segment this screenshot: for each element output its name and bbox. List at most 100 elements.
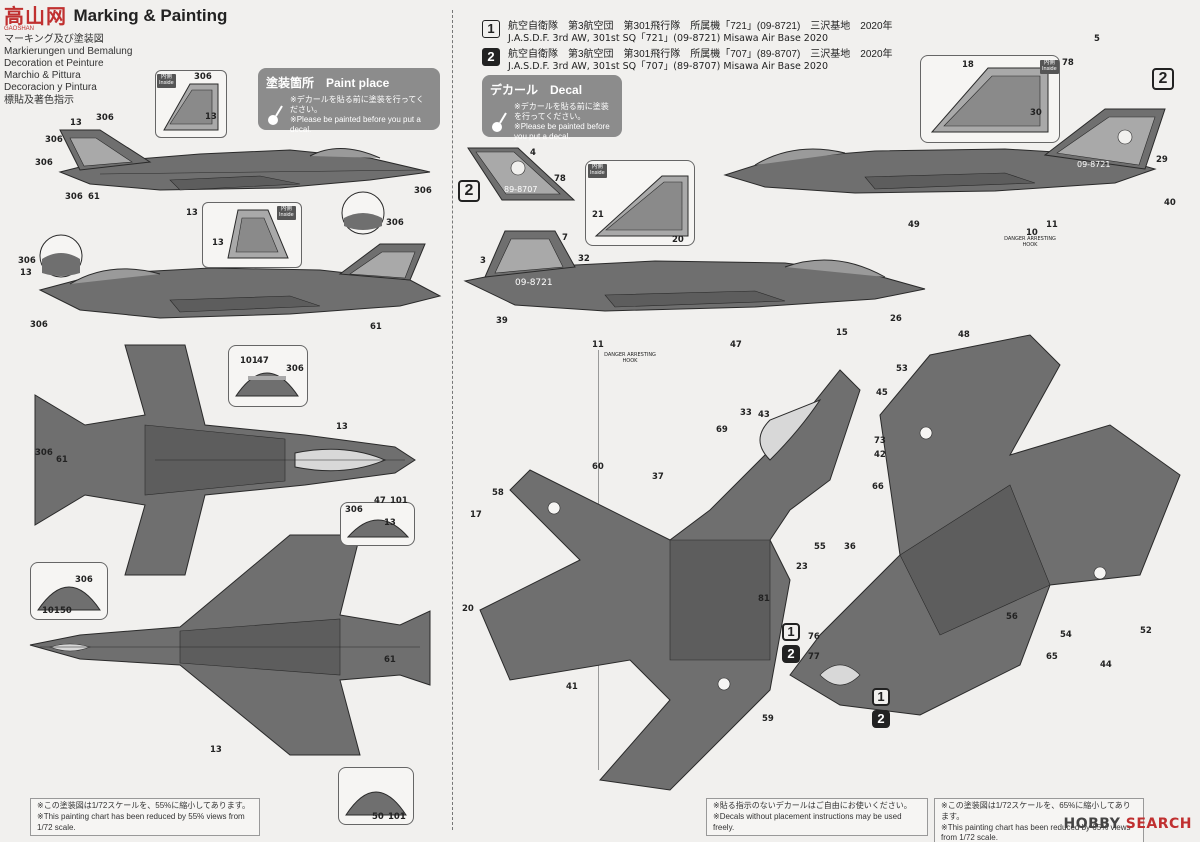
callout-26: 26 bbox=[890, 314, 902, 324]
marker-2a: 2 bbox=[782, 645, 800, 663]
callout-306: 306 bbox=[45, 135, 63, 145]
title-line-it: Marchio & Pittura bbox=[4, 70, 81, 82]
callout-306: 306 bbox=[18, 256, 36, 266]
callout-41: 41 bbox=[566, 682, 578, 692]
version-1-jp: 航空自衛隊 第3航空団 第301飛行隊 所属機「721」(09-8721) 三沢… bbox=[508, 21, 893, 32]
callout-13: 13 bbox=[210, 745, 222, 755]
callout-56: 56 bbox=[1006, 612, 1018, 622]
callout-13: 13 bbox=[186, 208, 198, 218]
paint-place-desc-en: ※Please be painted before you put a deca… bbox=[290, 115, 421, 134]
callout-7: 7 bbox=[562, 233, 568, 243]
callout-40: 40 bbox=[1164, 198, 1176, 208]
callout-81: 81 bbox=[758, 594, 770, 604]
callout-11: 11 bbox=[592, 340, 604, 350]
site-logo: 高山网 bbox=[4, 4, 67, 28]
callout-23: 23 bbox=[796, 562, 808, 572]
detail-inset-topview-art bbox=[235, 372, 299, 397]
decal-note-en: ※Decals without placement instructions m… bbox=[713, 811, 902, 832]
version-2-marker: 2 bbox=[458, 180, 480, 202]
title-line-fr: Decoration et Peinture bbox=[4, 58, 104, 70]
callout-101: 101 bbox=[390, 496, 408, 506]
callout-69: 69 bbox=[716, 425, 728, 435]
title-line-de: Markierungen und Bemalung bbox=[4, 45, 133, 57]
callout-306: 306 bbox=[35, 448, 53, 458]
scale-note-left-en: ※This painting chart has been reduced by… bbox=[37, 811, 245, 832]
marker-2b: 2 bbox=[872, 710, 890, 728]
title-line-zh: 標貼及著色指示 bbox=[4, 94, 74, 106]
callout-42: 42 bbox=[874, 450, 886, 460]
callout-49: 49 bbox=[908, 220, 920, 230]
version-2-badge: 2 bbox=[482, 48, 500, 67]
callout-32: 32 bbox=[578, 254, 590, 264]
scale-note-left-jp: ※この塗装図は1/72スケールを、55%に縮小してあります。 bbox=[37, 801, 251, 810]
callout-61: 61 bbox=[88, 192, 100, 202]
callout-13: 13 bbox=[384, 518, 396, 528]
page-title: Marking & Painting bbox=[73, 5, 228, 25]
callout-13: 13 bbox=[336, 422, 348, 432]
callout-20: 20 bbox=[672, 235, 684, 245]
callout-306: 306 bbox=[194, 72, 212, 82]
version-1-en: J.A.S.D.F. 3rd AW, 301st SQ「721」(09-8721… bbox=[508, 33, 828, 44]
decal-box: デカール Decal ※デカールを貼る前に塗装を行ってください。 ※Please… bbox=[482, 75, 622, 141]
callout-77: 77 bbox=[808, 652, 820, 662]
callout-55: 55 bbox=[814, 542, 826, 552]
detail-inset-bottom-1-art bbox=[346, 519, 410, 538]
title-line-es: Decoracion y Pintura bbox=[4, 82, 97, 94]
callout-47: 47 bbox=[257, 356, 269, 366]
scale-note-right-jp: ※この塗装図は1/72スケールを、65%に縮小してあります。 bbox=[941, 801, 1131, 821]
callout-58: 58 bbox=[492, 488, 504, 498]
brand-part-a: HOBBY bbox=[1063, 816, 1121, 832]
tail-inset-v2-art bbox=[930, 67, 1049, 133]
version-list: 1 航空自衛隊 第3航空団 第301飛行隊 所属機「721」(09-8721) … bbox=[482, 20, 893, 77]
callout-306: 306 bbox=[414, 186, 432, 196]
top-view-left bbox=[34, 344, 416, 576]
callout-73: 73 bbox=[874, 436, 886, 446]
callout-20: 20 bbox=[462, 604, 474, 614]
left-side-view-upper bbox=[58, 129, 431, 191]
callout-306: 306 bbox=[345, 505, 363, 515]
callout-78: 78 bbox=[1062, 58, 1074, 68]
callout-4: 4 bbox=[530, 148, 536, 158]
tail-inset-middle-art bbox=[227, 209, 289, 259]
callout-52: 52 bbox=[1140, 626, 1152, 636]
callout-306: 306 bbox=[65, 192, 83, 202]
callout-21: 21 bbox=[592, 210, 604, 220]
callout-60: 60 bbox=[592, 462, 604, 472]
brush-icon bbox=[268, 105, 283, 125]
version-1: 1 航空自衛隊 第3航空団 第301飛行隊 所属機「721」(09-8721) … bbox=[482, 20, 893, 45]
brand-part-b: SEARCH bbox=[1125, 816, 1192, 832]
callout-65: 65 bbox=[1046, 652, 1058, 662]
tail-code-v1-a: 09-8721 bbox=[515, 278, 553, 288]
callout-13: 13 bbox=[70, 118, 82, 128]
version-2-marker-right: 2 bbox=[1152, 68, 1174, 90]
version-1-badge: 1 bbox=[482, 20, 500, 38]
paint-place-box: 塗装箇所 Paint place ※デカールを貼る前に塗装を行ってください。 ※… bbox=[258, 68, 440, 134]
callout-48: 48 bbox=[958, 330, 970, 340]
arresting-hook-label-1: DANGER ARRESTING HOOK bbox=[604, 352, 656, 364]
callout-39: 39 bbox=[496, 316, 508, 326]
callout-5: 5 bbox=[1094, 34, 1100, 44]
marker-1b: 1 bbox=[872, 688, 890, 706]
tail-inset-upper-art bbox=[163, 83, 219, 131]
version-2: 2 航空自衛隊 第3航空団 第301飛行隊 所属機「707」(89-8707) … bbox=[482, 48, 893, 73]
bottom-view-left bbox=[29, 534, 431, 756]
callout-13: 13 bbox=[20, 268, 32, 278]
detail-circle-1 bbox=[341, 191, 385, 235]
side-view-v2: 09-8721 bbox=[723, 108, 1166, 194]
callout-61: 61 bbox=[56, 455, 68, 465]
scale-note-right: ※この塗装図は1/72スケールを、65%に縮小してあります。 ※This pai… bbox=[934, 798, 1144, 842]
callout-17: 17 bbox=[470, 510, 482, 520]
brush-icon bbox=[492, 112, 507, 132]
callout-43: 43 bbox=[758, 410, 770, 420]
detail-inset-bottom-3-art bbox=[345, 791, 407, 816]
callout-45: 45 bbox=[876, 388, 888, 398]
title-line-jp: マーキング及び塗装図 bbox=[4, 33, 104, 45]
callout-66: 66 bbox=[872, 482, 884, 492]
decal-desc-jp: ※デカールを貼る前に塗装を行ってください。 bbox=[514, 102, 609, 121]
callout-306: 306 bbox=[35, 158, 53, 168]
callout-61: 61 bbox=[384, 655, 396, 665]
tail-code-v2: 89-8707 bbox=[504, 185, 537, 194]
